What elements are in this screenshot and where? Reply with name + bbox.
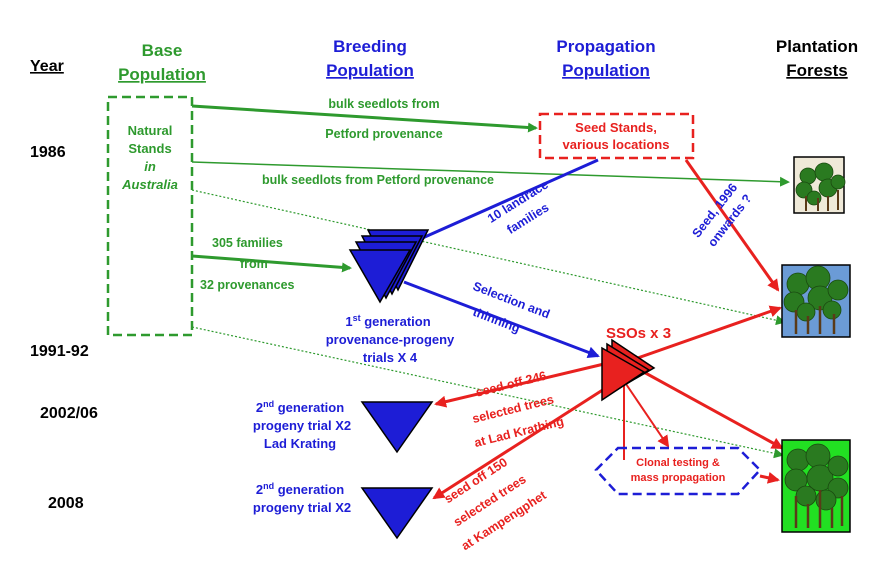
arrow-families-to-breeding: [191, 254, 352, 273]
header-breeding-line2: Population: [326, 61, 414, 80]
gen2a-line1: generation: [274, 400, 344, 415]
header-base-line1: Base: [142, 41, 183, 60]
gen2b-num: 2: [256, 482, 263, 497]
label-families: 305 families: [212, 236, 283, 250]
arrow-landrace-families: [417, 158, 599, 242]
gen2a-label: 2nd generation: [256, 399, 344, 415]
gen2b-line2: progeny trial X2: [253, 500, 351, 515]
arrow-ssos-to-blue-forest: [631, 305, 782, 362]
year-label: 2002/06: [40, 405, 98, 422]
base-population-box: [106, 95, 194, 337]
clonal-line: Clonal testing &: [636, 457, 720, 469]
label-selection: thinning: [471, 305, 522, 336]
base-box-line: Australia: [121, 177, 178, 192]
base-box-line: Natural: [128, 123, 173, 138]
seed-stands-box: [538, 112, 695, 160]
forest-icon-blue: [781, 264, 851, 338]
gen1-line2: provenance-progeny: [326, 332, 455, 347]
arrow-clonal-to-green-forest: [759, 471, 780, 484]
arrow-seed-1996: [684, 159, 780, 292]
base-box-line: Stands: [128, 141, 171, 156]
arrow-dotted-to-blue-forest: [191, 189, 786, 326]
gen1-line3: trials X 4: [363, 350, 418, 365]
clonal-testing-hexagon: [594, 446, 762, 496]
gen1-sup: st: [353, 313, 361, 323]
seed-stands-line: various locations: [563, 137, 670, 152]
arrow-ssos-to-green-forest: [639, 368, 784, 450]
gen2b-sup: nd: [263, 481, 274, 491]
label-families: from: [240, 257, 268, 271]
year-label: 1991-92: [30, 343, 89, 360]
arrow-selection-thinning: [403, 280, 600, 359]
header-propagation-line1: Propagation: [556, 37, 655, 56]
gen2a-num: 2: [256, 400, 263, 415]
triangle-icon: [360, 401, 434, 454]
year-label: 2008: [48, 495, 84, 512]
header-plantation-line2: Forests: [786, 61, 847, 80]
gen1-num: 1: [345, 314, 352, 329]
gen1-line1: generation: [361, 314, 431, 329]
year-label: 1986: [30, 144, 66, 161]
arrow-ssos-to-gen2b: [432, 382, 613, 500]
header-year: Year: [30, 58, 64, 75]
triangle-stack-icon: [601, 338, 656, 402]
gen2a-line2: progeny trial X2: [253, 418, 351, 433]
header-base-line2: Population: [118, 65, 206, 84]
header-plantation-line1: Plantation: [776, 37, 858, 56]
seed-stands-line: Seed Stands,: [575, 120, 657, 135]
label-bulk-seedlots-2: bulk seedlots from Petford provenance: [262, 173, 494, 187]
clonal-line: mass propagation: [631, 472, 726, 484]
ssos-label: SSOs x 3: [606, 325, 671, 342]
gen1-label: 1st generation: [345, 313, 430, 329]
forest-icon-beige: [793, 156, 846, 214]
arrow-bulk-to-plantation: [191, 161, 790, 187]
gen2b-label: 2nd generation: [256, 481, 344, 497]
label-bulk-seedlots-1: bulk seedlots from: [328, 97, 439, 111]
gen2a-sup: nd: [263, 399, 274, 409]
forest-icon-green: [781, 439, 851, 533]
gen2a-line3: Lad Krating: [264, 436, 336, 451]
header-propagation-line2: Population: [562, 61, 650, 80]
triangle-stack-icon: [348, 229, 430, 304]
header-breeding-line1: Breeding: [333, 37, 407, 56]
base-box-line: in: [144, 159, 156, 174]
arrow-ssos-to-gen2a: [434, 362, 605, 408]
gen2b-line1: generation: [274, 482, 344, 497]
label-families: 32 provenances: [200, 278, 295, 292]
label-bulk-seedlots-1: Petford provenance: [325, 127, 442, 141]
arrow-bulk-to-seed-stands: [191, 104, 538, 133]
arrow-ssos-to-clonal: [625, 383, 670, 448]
triangle-icon: [360, 487, 434, 540]
